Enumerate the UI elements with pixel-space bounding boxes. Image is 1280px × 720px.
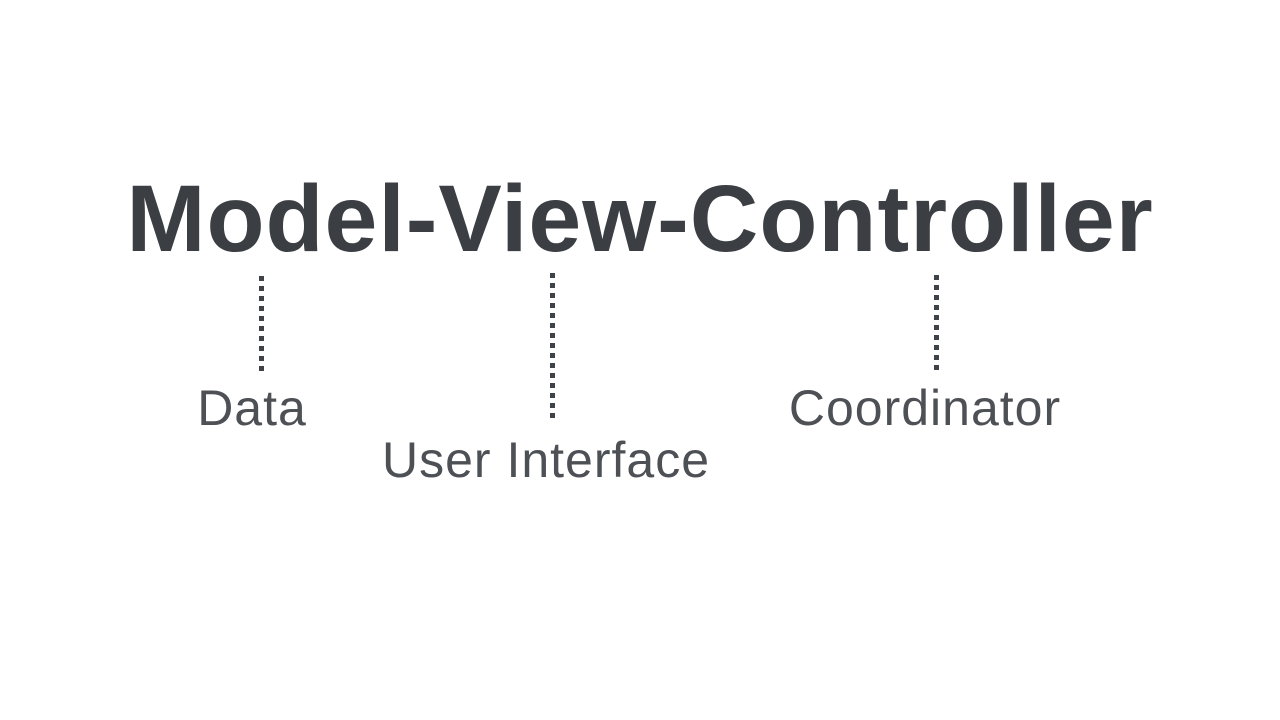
annotation-label-controller: Coordinator xyxy=(788,380,1062,436)
annotation-label-view: User Interface xyxy=(381,432,711,488)
slide-title: Model-View-Controller xyxy=(126,166,1154,272)
dotted-connector-model xyxy=(259,276,264,371)
annotation-label-model: Data xyxy=(197,380,307,436)
dotted-connector-view xyxy=(550,273,555,418)
dotted-connector-controller xyxy=(934,275,939,370)
